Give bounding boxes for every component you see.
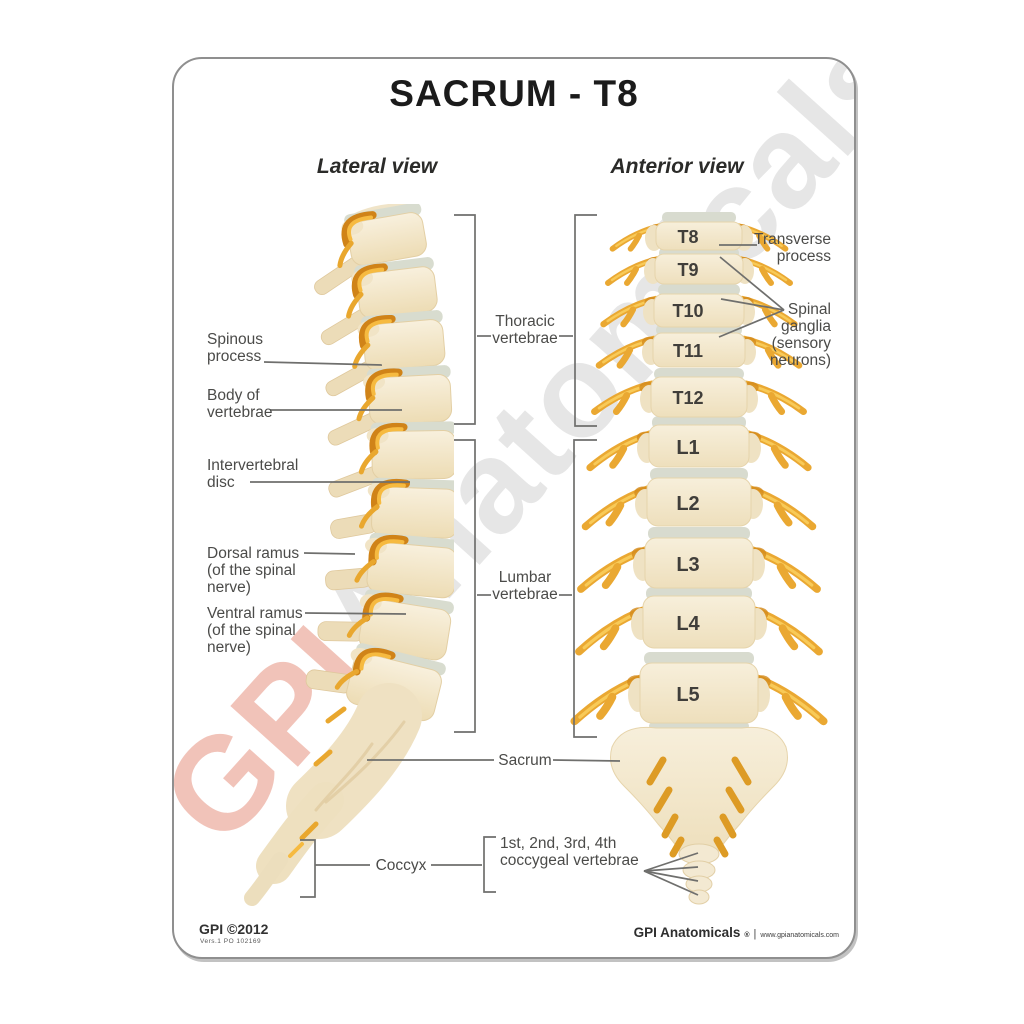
page-title: SACRUM - T8 — [389, 73, 639, 114]
sacral-nerve-stubs-left — [646, 756, 685, 858]
vertebra-label: L4 — [676, 613, 700, 635]
lateral-vertebra — [330, 477, 454, 539]
footer-divider: | — [753, 928, 757, 940]
label-sacrum: Sacrum — [498, 752, 552, 769]
lateral-vertebra — [325, 310, 446, 397]
coccygeal-bracket — [483, 836, 496, 893]
footer-version-code: Vers.1 PO 102169 — [200, 938, 262, 945]
anterior-coccyx — [678, 843, 720, 905]
footer-brand: GPI Anatomicals® | www.gpianatomicals.co… — [634, 925, 839, 940]
lateral-vertebra — [314, 204, 427, 296]
vertebra-label: T11 — [673, 341, 703, 361]
label-transverse-process: Transverse process — [754, 231, 831, 265]
label-body-of-vertebrae: Body of vertebrae — [207, 387, 273, 421]
label-coccygeal-vertebrae: 1st, 2nd, 3rd, 4th coccygeal vertebrae — [500, 835, 639, 869]
footer-website-url: www.gpianatomicals.com — [760, 932, 839, 939]
label-thoracic-vertebrae: Thoracic vertebrae — [492, 313, 558, 347]
vertebra-label: L3 — [676, 554, 699, 576]
lumbar-bracket-left — [454, 439, 476, 733]
vertebra-label: L2 — [676, 493, 699, 515]
vertebra-label: T10 — [672, 301, 703, 321]
lateral-spine-illustration — [244, 204, 454, 906]
vertebra-label: L5 — [676, 684, 699, 706]
footer-copyright: GPI ©2012 — [199, 921, 269, 937]
label-intervertebral-disc: Intervertebral disc — [207, 457, 299, 491]
label-spinous-process: Spinous process — [207, 331, 264, 365]
vertebra-label: T9 — [677, 260, 698, 280]
label-coccyx: Coccyx — [375, 857, 427, 874]
footer-registered-icon: ® — [744, 932, 750, 939]
lateral-vertebra — [327, 365, 453, 446]
lateral-vertebra — [325, 532, 454, 599]
anterior-sacrum — [610, 726, 788, 905]
thoracic-bracket-left — [454, 214, 476, 425]
vertebra-label: T12 — [672, 388, 703, 408]
label-lumbar-vertebrae: Lumbar vertebrae — [492, 569, 558, 603]
label-dorsal-ramus: Dorsal ramus (of the spinal nerve) — [207, 545, 300, 596]
anterior-vertebra-column: T8 T9 T10 T11 T12 L1 L2 L3 L4 L5 — [628, 212, 770, 738]
anatomy-card: GPIAnatomicals® SACRUM - T8 Lateral view… — [172, 57, 856, 959]
lateral-vertebra — [320, 257, 438, 346]
vertebra-label: T8 — [677, 227, 698, 247]
footer-brand-name: GPI Anatomicals — [633, 925, 741, 940]
lateral-sacrum — [244, 683, 422, 906]
label-ventral-ramus: Ventral ramus (of the spinal nerve) — [207, 605, 303, 656]
label-spinal-ganglia: Spinal ganglia (sensory neurons) — [769, 301, 831, 369]
vertebra-label: L1 — [676, 437, 699, 459]
anterior-view-heading: Anterior view — [610, 155, 744, 178]
lateral-view-heading: Lateral view — [316, 155, 438, 178]
